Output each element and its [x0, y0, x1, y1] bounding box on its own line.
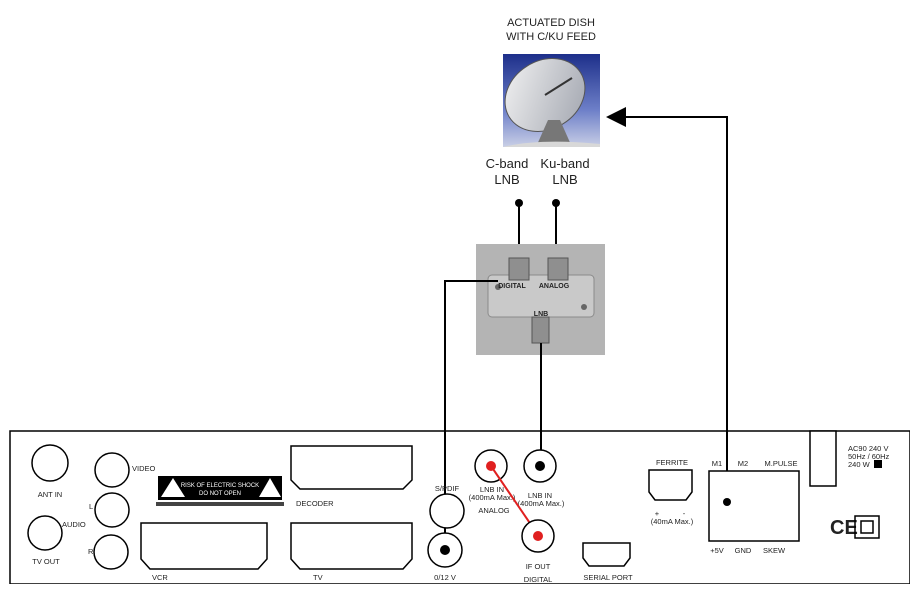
- tv-scart-port: [290, 522, 413, 570]
- audio-l-label: L: [89, 502, 93, 511]
- dish-photo: [503, 54, 600, 147]
- ant-in-port: [31, 444, 69, 482]
- switch-photo: [476, 244, 605, 355]
- ac-rating-line1: AC90 240 V: [848, 444, 888, 453]
- audio-l-port: [94, 492, 130, 528]
- dish-title-line1: ACTUATED DISH: [507, 17, 595, 29]
- tv-out-label: TV OUT: [32, 557, 60, 566]
- serial-port-label: SERIAL PORT: [583, 573, 633, 582]
- audio-r-label: R: [88, 547, 94, 556]
- motor-terminal-block: [708, 470, 800, 542]
- control-cable: [444, 280, 498, 550]
- warning-label: [156, 476, 284, 506]
- m2-label: M2: [738, 459, 748, 468]
- dish-title-line2: WITH C/KU FEED: [506, 31, 596, 43]
- power-switch: [809, 430, 837, 487]
- ce-mark: CE: [830, 517, 858, 539]
- ferrite-plus-label: +: [655, 509, 660, 518]
- lnb-c-label-line2: LNB: [494, 172, 519, 187]
- serial-port: [582, 542, 631, 567]
- motor-connector-dot: [723, 498, 731, 506]
- lnb-c-label-line1: C-band: [486, 156, 529, 171]
- tv-out-port: [27, 515, 63, 551]
- double-insulation-icon: [854, 515, 880, 539]
- power-icon: [874, 460, 882, 468]
- decoder-label: DECODER: [296, 499, 334, 508]
- ferrite-minus-label: -: [683, 509, 686, 518]
- vcr-label: VCR: [152, 573, 168, 582]
- spdif-port: [429, 493, 465, 529]
- lnb-ku-label-line2: LNB: [552, 172, 577, 187]
- audio-r-port: [93, 534, 129, 570]
- ac-rating-line2: 50Hz / 60Hz: [848, 452, 890, 461]
- audio-label: AUDIO: [62, 520, 86, 529]
- lnb-in-analog-max: (400mA Max.): [469, 493, 516, 502]
- ferrite-max-label: (40mA Max.): [651, 517, 694, 526]
- ferrite-port: [648, 469, 693, 501]
- v012-connector-dot: [440, 545, 450, 555]
- skew-label: SKEW: [763, 546, 786, 555]
- video-label: VIDEO: [132, 464, 156, 473]
- ac-rating-line3: 240 W: [848, 460, 871, 469]
- plus5v-label: +5V: [710, 546, 724, 555]
- digital-label: DIGITAL: [524, 575, 553, 584]
- warning-text-line2: DO NOT OPEN: [199, 491, 241, 497]
- vcr-scart-port: [140, 522, 268, 570]
- tv-label: TV: [313, 573, 323, 582]
- decoder-scart-port: [290, 445, 413, 490]
- warning-text-line1: RISK OF ELECTRIC SHOCK: [181, 483, 259, 489]
- actuator-cable: [606, 107, 728, 502]
- lnb-in-digital-connector: [535, 461, 545, 471]
- switch-analog-label: ANALOG: [539, 283, 570, 290]
- ferrite-label: FERRITE: [656, 458, 688, 467]
- video-port: [94, 452, 130, 488]
- switch-lnb-label: LNB: [534, 311, 548, 318]
- lnb-ku-label-line1: Ku-band: [540, 156, 589, 171]
- if-out-connector: [533, 531, 543, 541]
- lnb-in-digital-max: (400mA Max.): [518, 499, 565, 508]
- m1-label: M1: [712, 459, 722, 468]
- ant-in-label: ANT IN: [38, 490, 62, 499]
- switch-digital-label: DIGITAL: [498, 283, 526, 290]
- v012-label: 0/12 V: [434, 573, 456, 582]
- mpulse-label: M.PULSE: [765, 459, 798, 468]
- spdif-label: S/PDIF: [435, 484, 460, 493]
- double-insulation-inner-icon: [860, 520, 874, 534]
- lnb-in-analog-label: LNB IN: [480, 485, 504, 494]
- analog-label: ANALOG: [478, 506, 509, 515]
- lnb-in-digital-label: LNB IN: [528, 491, 552, 500]
- if-out-label: IF OUT: [526, 562, 551, 571]
- gnd-label: GND: [735, 546, 752, 555]
